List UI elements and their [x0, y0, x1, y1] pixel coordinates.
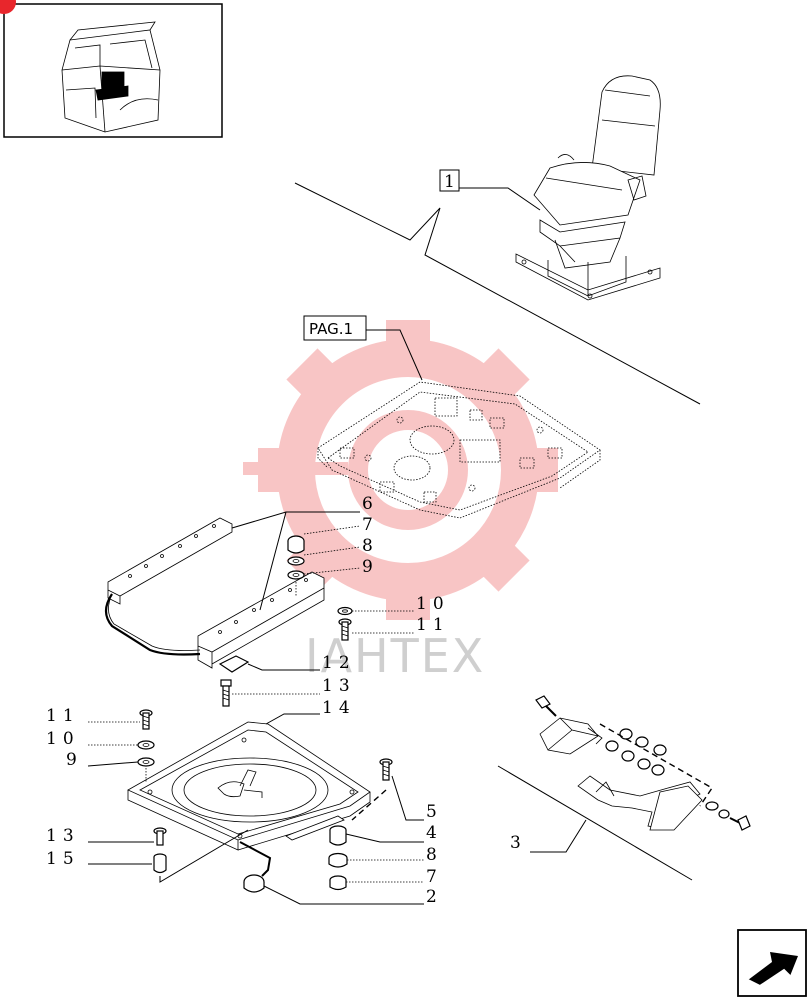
callout-15[interactable]: 15 — [46, 849, 152, 869]
callout-10-upper[interactable]: 10 — [352, 594, 450, 614]
callout-5[interactable]: 5 — [391, 775, 443, 822]
svg-text:9: 9 — [66, 750, 83, 770]
svg-text:10: 10 — [46, 729, 80, 749]
svg-text:7: 7 — [426, 867, 443, 887]
seat-assembly-drawing — [515, 75, 661, 301]
svg-text:PAG.1: PAG.1 — [309, 320, 353, 338]
tractor-cab-thumbnail-icon — [61, 21, 161, 133]
svg-text:8: 8 — [362, 536, 379, 556]
callout-9-upper[interactable]: 9 — [303, 557, 379, 577]
svg-text:13: 13 — [46, 826, 80, 846]
belt-kit-divider-line — [497, 765, 693, 881]
svg-text:3: 3 — [510, 833, 527, 853]
svg-text:2: 2 — [426, 887, 443, 907]
svg-text:8: 8 — [426, 845, 443, 865]
svg-text:6: 6 — [362, 494, 379, 514]
callout-11-upper[interactable]: 11 — [352, 615, 450, 635]
callout-11-lower[interactable]: 11 — [46, 706, 140, 726]
svg-text:4: 4 — [426, 823, 443, 843]
callout-2[interactable]: 2 — [263, 885, 443, 907]
belt-dash-guide — [599, 723, 713, 807]
thumbnail-frame[interactable] — [3, 3, 223, 138]
callout-13-upper[interactable]: 13 — [232, 676, 356, 696]
spacer-stack-upper — [287, 535, 305, 596]
right-lower-stack — [328, 758, 393, 891]
svg-text:15: 15 — [46, 849, 80, 869]
callout-7-upper[interactable]: 7 — [303, 515, 379, 535]
callout-12[interactable]: 12 — [247, 653, 356, 673]
bracket-bolt-upper — [218, 655, 250, 707]
svg-text:12: 12 — [322, 653, 356, 673]
swivel-plate-drawing — [127, 721, 371, 893]
callout-9-lower[interactable]: 9 — [66, 750, 139, 770]
callout-7-lower[interactable]: 7 — [346, 867, 443, 887]
callout-13-lower[interactable]: 13 — [46, 826, 154, 846]
svg-text:13: 13 — [322, 676, 356, 696]
callout-14[interactable]: 14 — [265, 698, 356, 725]
callout-1[interactable]: 1 — [439, 169, 541, 211]
section-break-line — [294, 182, 701, 405]
callout-4[interactable]: 4 — [345, 823, 443, 843]
page-reference-pag1[interactable]: PAG.1 — [303, 315, 423, 381]
svg-text:1: 1 — [444, 172, 461, 192]
seat-belt-drawing — [535, 695, 751, 831]
svg-text:5: 5 — [426, 802, 443, 822]
washer-bolt-upper — [337, 606, 353, 641]
svg-text:14: 14 — [322, 698, 356, 718]
corner-badge — [0, 0, 16, 14]
callout-3[interactable]: 3 — [510, 819, 587, 853]
svg-text:10: 10 — [416, 594, 450, 614]
next-page-arrow-icon[interactable] — [737, 929, 807, 997]
svg-text:9: 9 — [362, 557, 379, 577]
callout-6[interactable]: 6 — [231, 494, 379, 611]
callout-8-upper[interactable]: 8 — [303, 536, 379, 556]
callout-10-lower[interactable]: 10 — [46, 729, 138, 749]
watermark-gear-icon — [243, 320, 558, 620]
leader-plate-left — [159, 829, 249, 883]
slide-rails-drawing — [104, 517, 325, 669]
watermark-text: IAHTEX — [305, 629, 485, 683]
svg-text:11: 11 — [46, 706, 80, 726]
bolt-spacer-left — [153, 827, 167, 874]
bolt-washer-stack-left — [137, 709, 155, 782]
callout-8-lower[interactable]: 8 — [347, 845, 443, 865]
seat-plate-dotted-outline — [317, 381, 601, 519]
svg-text:7: 7 — [362, 515, 379, 535]
svg-text:11: 11 — [416, 615, 450, 635]
